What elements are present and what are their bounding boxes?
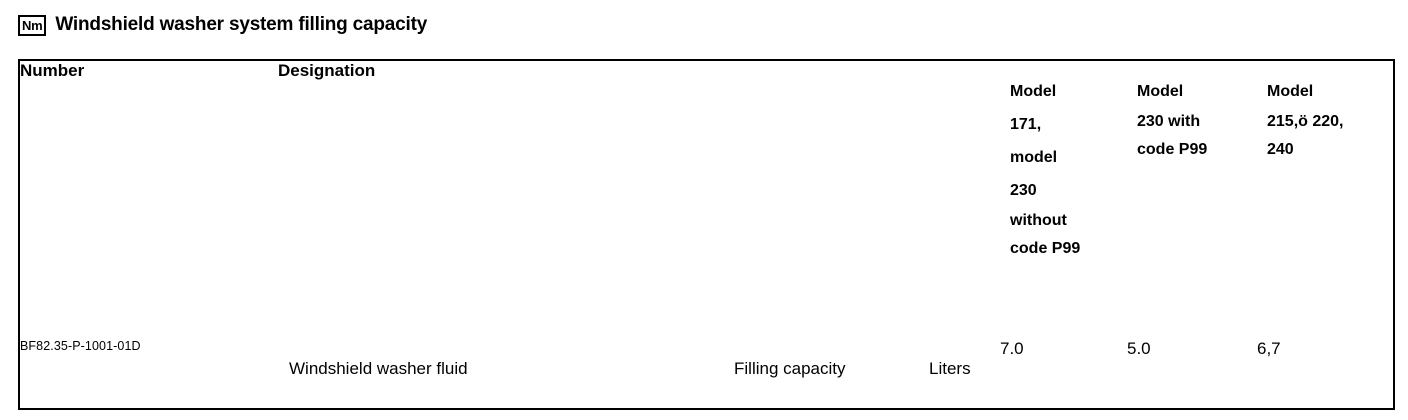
designation-label: Windshield washer fluid [289,359,468,378]
model-header-line: code P99 [1010,240,1081,257]
model-header-line: 230 with [1137,113,1201,130]
model-header-line: without [1010,212,1067,229]
table-header-row: Number Designation Model 171, model 230 … [19,60,1394,339]
model-header-line: 240 [1267,141,1294,158]
model-header-line: Model [1137,83,1184,100]
model-header-line: Model [1267,83,1314,100]
cell-designation: Windshield washer fluid Filling capacity… [278,339,1000,409]
designation-unit-label: Liters [929,359,971,378]
column-header-designation: Designation [278,61,376,80]
column-header-model-230-p99: Model 230 with code P99 [1127,60,1257,339]
model-header-lines: Model 215,ö 220, 240 [1267,75,1393,164]
model-header-line: 171, [1010,116,1042,133]
model-header-line: 230 [1010,182,1037,199]
specification-table: Number Designation Model 171, model 230 … [18,59,1395,410]
cell-value-model-230-p99: 5.0 [1127,339,1151,358]
column-header-model-171-230: Model 171, model 230 without code P99 [1000,60,1127,339]
model-header-line: Model [1010,83,1057,100]
cell-value-model-215-220-240: 6,7 [1257,339,1281,358]
column-header-number: Number [20,61,85,80]
cell-value-model-171-230: 7.0 [1000,339,1024,358]
designation-content: Windshield washer fluid Filling capacity… [278,339,1000,407]
model-header-line: code P99 [1137,141,1208,158]
page-title: Windshield washer system filling capacit… [55,14,428,35]
model-header-lines: Model 230 with code P99 [1137,75,1257,164]
document-title-row: Nm Windshield washer system filling capa… [18,11,427,39]
model-header-lines: Model 171, model 230 without code P99 [1010,75,1127,263]
model-header-line: model [1010,149,1058,166]
cell-part-number: BF82.35-P-1001-01D [20,339,141,353]
torque-unit-icon: Nm [18,14,47,36]
table-row: BF82.35-P-1001-01D Windshield washer flu… [19,339,1394,409]
column-header-model-215-220-240: Model 215,ö 220, 240 [1257,60,1394,339]
designation-measure-label: Filling capacity [734,359,846,378]
model-header-line: 215,ö 220, [1267,113,1344,130]
